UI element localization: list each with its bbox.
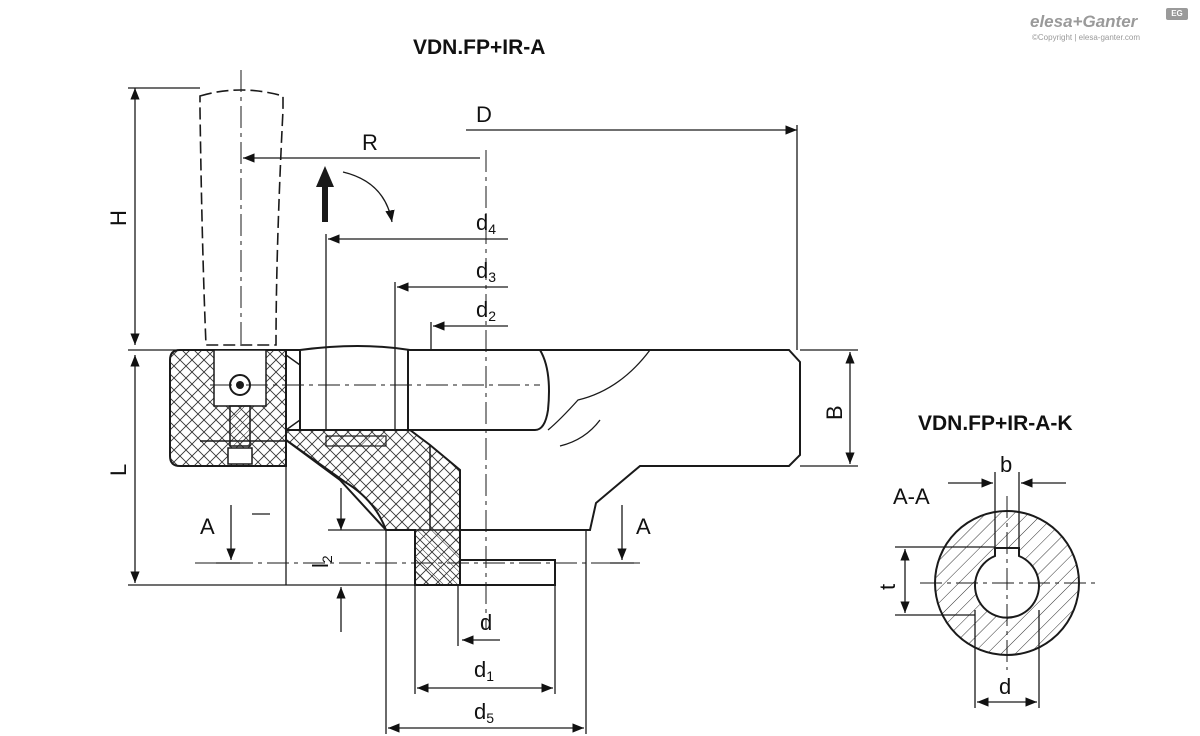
label-R: R xyxy=(362,130,378,155)
label-d2: d2 xyxy=(476,297,496,324)
rotation-arrow xyxy=(316,166,395,223)
label-l2: l2 xyxy=(308,555,335,568)
dimension-labels: D R H L B d4 d3 d2 d d1 d5 l2 A A A-A b … xyxy=(106,102,1012,726)
label-H: H xyxy=(106,210,131,226)
label-t: t xyxy=(875,584,900,590)
label-section-d: d xyxy=(999,674,1011,699)
hub-section xyxy=(285,429,461,586)
label-section-a-left: A xyxy=(200,514,215,539)
label-d: d xyxy=(480,610,492,635)
wheel-body xyxy=(285,345,801,586)
handle-grip xyxy=(199,70,284,372)
label-d4: d4 xyxy=(476,210,496,237)
brand-badge: EG xyxy=(1166,8,1188,20)
brand-name: elesa+Ganter xyxy=(1030,12,1138,31)
center-lines xyxy=(195,150,640,630)
label-d3: d3 xyxy=(476,258,496,285)
rim-section xyxy=(169,349,287,467)
label-section-aa: A-A xyxy=(893,484,930,509)
label-b: b xyxy=(1000,452,1012,477)
section-view-title: VDN.FP+IR-A-K xyxy=(918,412,1073,435)
section-view xyxy=(895,472,1100,708)
label-L: L xyxy=(106,464,131,476)
main-title: VDN.FP+IR-A xyxy=(413,36,546,59)
brand-copyright: ©Copyright | elesa-ganter.com xyxy=(1032,33,1141,42)
label-d5: d5 xyxy=(474,699,494,726)
label-D: D xyxy=(476,102,492,127)
dimension-lines xyxy=(128,87,858,734)
label-d1: d1 xyxy=(474,657,494,684)
label-section-a-right: A xyxy=(636,514,651,539)
label-B: B xyxy=(822,405,847,420)
brand-logo: elesa+Ganter EG ©Copyright | elesa-gante… xyxy=(1030,8,1190,48)
